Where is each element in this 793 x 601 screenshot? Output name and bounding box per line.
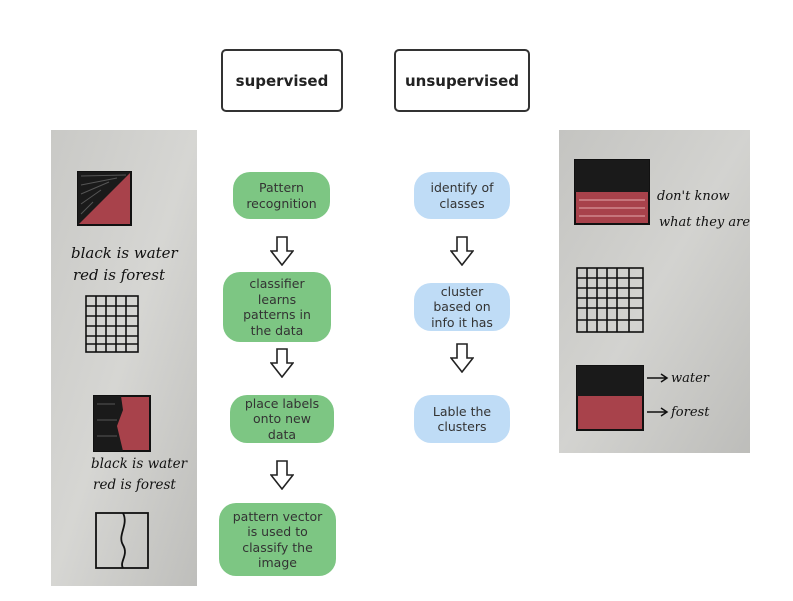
sketch-square-black-red-2 [93,395,151,452]
unsupervised-header: unsupervised [394,49,530,112]
sketch-square-unknown [574,159,650,225]
supervised-step-3: place labels onto new data [230,395,334,443]
down-arrow-icon [270,236,294,266]
unsupervised-step-3: Lable the clusters [414,395,510,443]
down-arrow-icon [450,343,474,373]
left-sketch-photo: black is water red is forest black is wa… [51,130,197,586]
sketch-square-labeled [576,365,644,431]
unsupervised-header-label: unsupervised [404,71,520,90]
left-note1-line1: black is water [71,244,179,262]
sketch-square-outline [95,512,149,569]
supervised-step-4: pattern vector is used to classify the i… [219,503,336,576]
right-note1-line1: don't know [657,189,730,204]
down-arrow-icon [450,236,474,266]
unsupervised-step-3-label: Lable the clusters [432,403,492,435]
supervised-header: supervised [221,49,343,112]
down-arrow-icon [270,460,294,490]
down-arrow-icon [270,348,294,378]
left-note2-line1: black is water [91,456,189,472]
sketch-grid [85,295,139,353]
sketch-grid-right [576,267,644,333]
right-sketch-photo: don't know what they are water forest [559,130,750,453]
supervised-step-1-label: Pattern recognition [246,180,317,211]
unsupervised-step-2: cluster based on info it has [414,283,510,331]
right-label-forest: forest [670,405,710,420]
arrow-to-water-icon [647,373,669,383]
supervised-header-label: supervised [235,71,329,90]
left-note2-line2: red is forest [93,477,176,493]
unsupervised-step-1-label: identify of classes [430,180,494,211]
left-note1-line2: red is forest [73,266,166,284]
supervised-step-1: Pattern recognition [233,172,330,219]
supervised-step-2: classifier learns patterns in the data [223,272,331,342]
unsupervised-step-1: identify of classes [414,172,510,219]
sketch-square-black-red [77,171,132,226]
supervised-step-4-label: pattern vector is used to classify the i… [232,508,323,571]
right-note1-line2: what they are [659,215,750,230]
supervised-step-2-label: classifier learns patterns in the data [243,276,311,338]
unsupervised-step-2-label: cluster based on info it has [431,283,493,330]
arrow-to-forest-icon [647,407,669,417]
supervised-step-3-label: place labels onto new data [244,395,320,442]
right-label-water: water [671,371,710,386]
